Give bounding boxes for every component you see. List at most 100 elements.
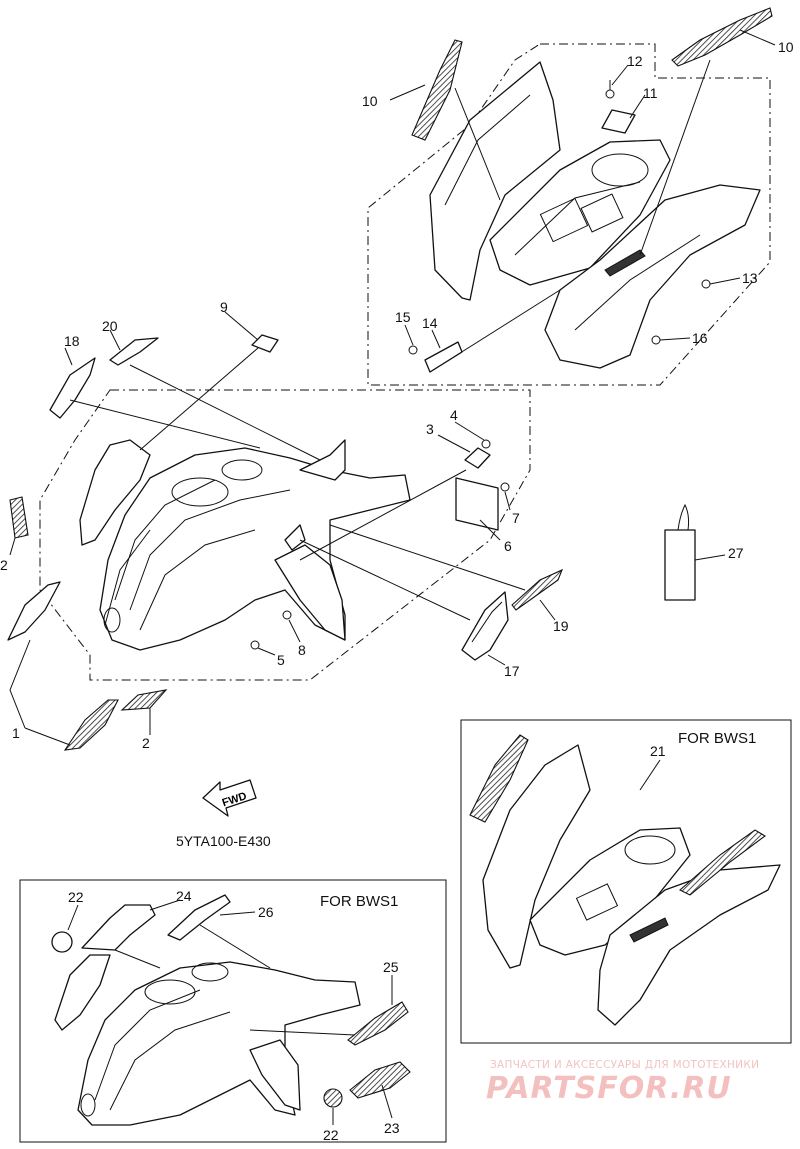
screw-5 xyxy=(250,640,260,650)
leader-11 xyxy=(629,94,646,119)
watermark-caption: ЗАПЧАСТИ И АКСЕССУАРЫ ДЛЯ МОТОТЕХНИКИ xyxy=(490,1059,759,1071)
nut-13 xyxy=(701,279,711,289)
rear-fender-slot xyxy=(604,249,646,277)
decal-25-alignment xyxy=(249,1029,356,1036)
callout-25: 25 xyxy=(383,959,399,975)
bws-rear-box-frame xyxy=(460,719,792,1044)
leader-7 xyxy=(504,491,511,511)
bws-rear-tank-cap xyxy=(624,835,676,865)
label-9 xyxy=(251,334,279,353)
emblem-1-left xyxy=(7,581,61,641)
leader-16 xyxy=(659,337,691,341)
callout-11: 11 xyxy=(643,85,658,101)
decal-10-right xyxy=(671,7,773,67)
bws-front-right-wing xyxy=(249,1039,301,1111)
bws-front-crease-2 xyxy=(109,1011,231,1111)
bws-front-box-label: FOR BWS1 xyxy=(320,893,398,910)
fwd-arrow-icon xyxy=(202,779,257,817)
callout-6: 6 xyxy=(504,538,512,554)
decal-24 xyxy=(81,904,156,951)
decal-2-side xyxy=(9,496,29,539)
rear-fender-left-panel xyxy=(429,61,561,301)
decal-19-alignment xyxy=(329,524,526,591)
front-fender-crease-1 xyxy=(114,479,216,601)
callout-3: 3 xyxy=(426,421,434,437)
decal-20-alignment xyxy=(129,364,321,461)
leader-18 xyxy=(64,347,73,366)
decal-24-alignment xyxy=(114,949,161,969)
callout-8: 8 xyxy=(298,642,306,658)
nut-16 xyxy=(651,335,661,345)
front-fender-headlight xyxy=(103,607,121,633)
callout-4: 4 xyxy=(450,407,458,423)
label-3-alignment xyxy=(299,469,467,561)
watermark-brand: PARTSFOR.RU xyxy=(486,1071,732,1106)
front-fender-rear-flare xyxy=(299,439,346,481)
plate-6 xyxy=(455,477,499,531)
leader-24 xyxy=(149,899,181,911)
decal-alignment-line xyxy=(639,59,711,256)
bws-rear-left-panel xyxy=(482,744,591,969)
rear-fender-group: 10 10 11 12 13 14 15 16 xyxy=(362,7,794,386)
bws-front-fender-body xyxy=(77,961,361,1126)
diagram-code: 5YTA100-E430 xyxy=(176,833,271,849)
callout-7: 7 xyxy=(512,510,520,526)
callout-10b: 10 xyxy=(778,39,794,55)
leader-14 xyxy=(431,329,441,349)
leader-26 xyxy=(219,911,256,916)
bws-front-crease-1 xyxy=(94,989,201,1101)
screw-15 xyxy=(408,345,418,355)
side-cover-17-edge xyxy=(471,601,503,643)
callout-17: 17 xyxy=(504,663,520,679)
front-fender-hook xyxy=(284,524,306,551)
front-fender-crease-2 xyxy=(129,489,291,611)
rear-fender-tank-cap xyxy=(591,153,649,187)
bws-rear-fender-box: FOR BWS1 21 xyxy=(460,719,792,1044)
bolt-4 xyxy=(481,439,491,449)
bws-decal-left xyxy=(469,734,529,823)
screw-7 xyxy=(500,482,510,492)
leader-13 xyxy=(709,277,741,285)
callout-1: 1 xyxy=(12,725,20,741)
bws-decal-right xyxy=(679,829,766,896)
callout-14: 14 xyxy=(422,315,438,331)
decal-18 xyxy=(49,357,96,419)
callout-13: 13 xyxy=(742,270,758,286)
side-cover-17 xyxy=(461,591,509,661)
callout-27: 27 xyxy=(728,545,744,561)
emblem-22-bottom xyxy=(323,1088,343,1108)
leader-23 xyxy=(381,1084,393,1119)
decal-23 xyxy=(349,1061,411,1099)
decal-18-alignment xyxy=(69,399,261,449)
callout-19: 19 xyxy=(553,618,569,634)
plate-14 xyxy=(424,341,463,373)
callout-15: 15 xyxy=(395,309,411,325)
callout-16: 16 xyxy=(692,330,708,346)
leader-5 xyxy=(257,647,276,656)
leader-6 xyxy=(479,519,501,541)
leader-17 xyxy=(487,654,506,666)
callout-20: 20 xyxy=(102,318,118,334)
callout-5: 5 xyxy=(277,652,285,668)
callout-2a: 2 xyxy=(0,557,8,573)
leader-12 xyxy=(611,64,629,86)
leader-19 xyxy=(539,599,556,621)
bws-rear-slot xyxy=(629,917,669,943)
front-fender-filler-cap xyxy=(221,459,263,481)
tag-27-string xyxy=(677,503,690,531)
callout-18: 18 xyxy=(64,333,80,349)
emblem-22-top xyxy=(51,931,73,953)
plate-alignment-line xyxy=(429,289,561,373)
label-9-alignment xyxy=(139,347,259,451)
leader-10a xyxy=(389,84,426,101)
leader-9 xyxy=(224,311,259,341)
leader-4 xyxy=(454,421,485,441)
callout-9: 9 xyxy=(220,299,228,315)
bws-front-filler-cap xyxy=(191,962,229,982)
label-3 xyxy=(464,447,491,469)
rear-fender-tray-2 xyxy=(580,193,624,233)
bws-rear-seat-opening xyxy=(529,827,691,956)
front-fender-dash-pod xyxy=(171,477,229,507)
decal-alignment-line-2 xyxy=(454,87,501,201)
